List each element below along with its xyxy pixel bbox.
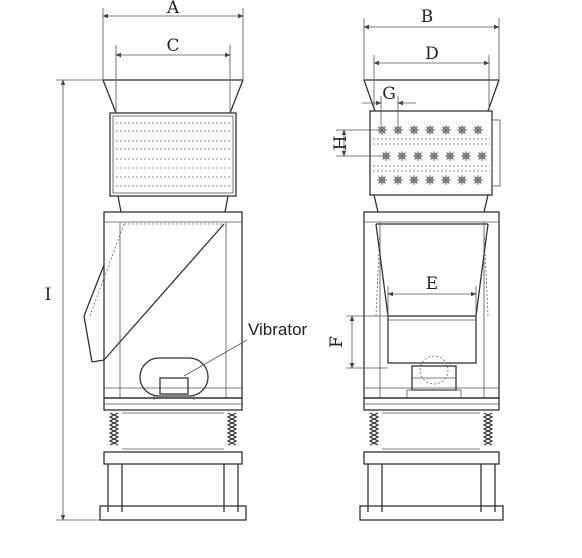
dimension-i: I bbox=[45, 79, 103, 521]
screen-hole-tick bbox=[478, 152, 486, 160]
screen-hole-tick bbox=[414, 152, 422, 160]
side-base bbox=[359, 451, 504, 521]
dimension-h-label: H bbox=[331, 136, 351, 151]
screen-hole-tick bbox=[430, 152, 438, 160]
dimension-i-label: I bbox=[45, 285, 52, 305]
front-view: A C I Vibrator bbox=[45, 0, 308, 521]
side-frame bbox=[363, 211, 500, 399]
front-hopper bbox=[102, 79, 244, 114]
screen-hole-tick bbox=[378, 126, 386, 134]
screen-hole-tick bbox=[442, 126, 450, 134]
screen-hole-tick bbox=[394, 126, 402, 134]
front-screen-box bbox=[109, 112, 237, 197]
side-view: B D G H E bbox=[327, 7, 504, 521]
vibrator-motor bbox=[139, 357, 209, 400]
front-frame bbox=[103, 211, 243, 399]
side-motor bbox=[406, 355, 462, 399]
screen-holes bbox=[377, 125, 487, 185]
side-funnel bbox=[375, 223, 489, 317]
side-springs bbox=[368, 412, 494, 450]
vibrator-callout: Vibrator bbox=[183, 320, 308, 377]
front-base bbox=[99, 451, 247, 521]
screen-hole-tick bbox=[410, 176, 418, 184]
dimension-d-label: D bbox=[425, 44, 439, 64]
dimension-f-label: F bbox=[327, 336, 347, 348]
screen-hole-tick bbox=[398, 152, 406, 160]
screen-hole-tick bbox=[474, 176, 482, 184]
dimension-g-label: G bbox=[382, 84, 396, 104]
dimension-e-label: E bbox=[426, 274, 438, 294]
dimension-h: H bbox=[331, 129, 381, 157]
side-hopper bbox=[363, 79, 500, 112]
screen-hole-tick bbox=[410, 126, 418, 134]
screen-hole-tick bbox=[426, 176, 434, 184]
vibrator-label: Vibrator bbox=[248, 320, 308, 339]
screen-hole-tick bbox=[446, 152, 454, 160]
screen-hole-tick bbox=[458, 176, 466, 184]
screen-hole-tick bbox=[462, 152, 470, 160]
dimension-f: F bbox=[327, 315, 388, 369]
side-screen-box bbox=[369, 110, 501, 196]
dimension-b: B bbox=[363, 7, 500, 80]
dimension-a-label: A bbox=[166, 0, 180, 18]
front-springs bbox=[108, 412, 238, 450]
dimension-b-label: B bbox=[421, 7, 434, 27]
front-chute bbox=[83, 223, 225, 363]
screen-hole-tick bbox=[378, 176, 386, 184]
screen-hole-tick bbox=[474, 126, 482, 134]
screen-hole-tick bbox=[426, 126, 434, 134]
dimension-c: C bbox=[115, 36, 231, 113]
dimension-c-label: C bbox=[166, 36, 179, 56]
collection-tray bbox=[387, 315, 477, 364]
dimension-d: D bbox=[373, 44, 490, 110]
screen-hole-tick bbox=[394, 176, 402, 184]
dimension-e: E bbox=[387, 274, 477, 316]
dimension-g: G bbox=[362, 84, 416, 125]
dimension-a: A bbox=[102, 0, 244, 80]
screen-hole-tick bbox=[458, 126, 466, 134]
screen-hole-tick bbox=[382, 152, 390, 160]
screen-hole-tick bbox=[442, 176, 450, 184]
